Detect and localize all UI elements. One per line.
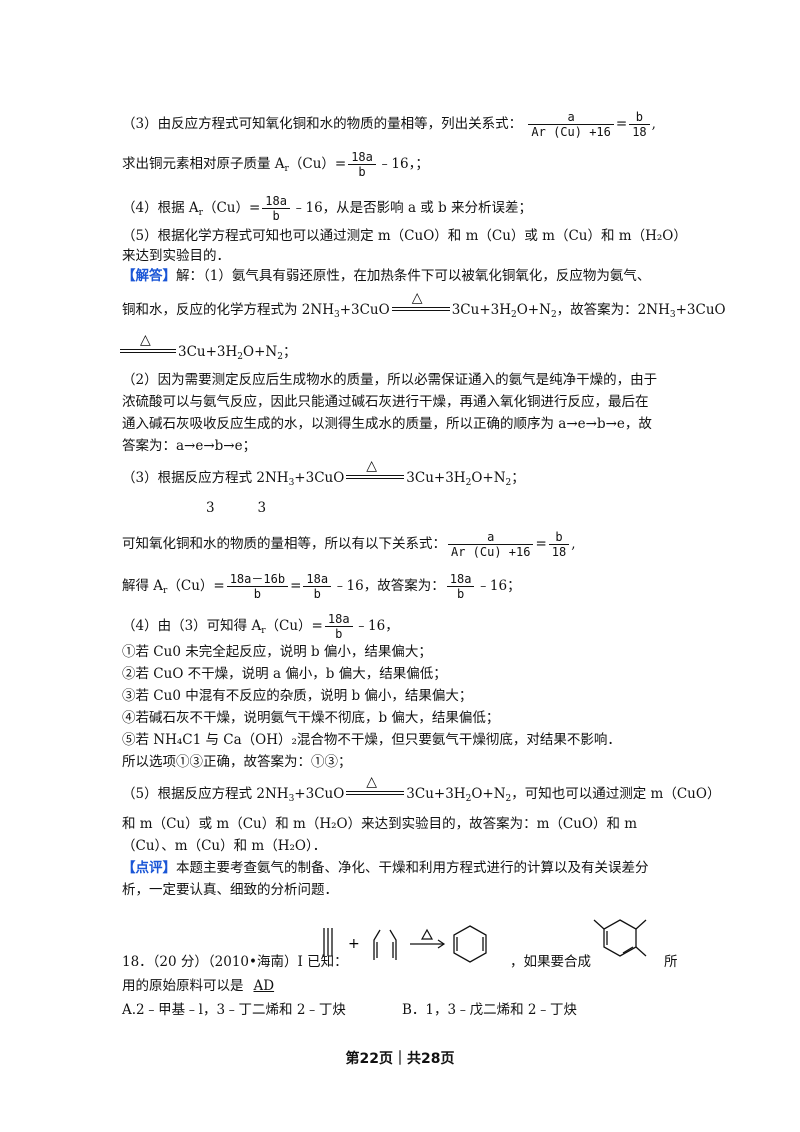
reaction-arrow-icon bbox=[410, 928, 446, 949]
page-footer: 第22页｜共28页 bbox=[345, 1051, 455, 1067]
coefficient-line: 3 3 bbox=[206, 500, 267, 516]
text-line: 所以选项①③正确，故答案为：①③； bbox=[122, 754, 352, 770]
heat-arrow-icon: △ bbox=[344, 458, 406, 484]
text-line: 浓硫酸可以与氨气反应，因此只能通过碱石灰进行干燥，再通入氧化铜进行反应，最后在 bbox=[122, 394, 649, 410]
svg-text:+: + bbox=[348, 936, 360, 952]
text-line: ③若 Cu0 中混有不反应的杂质，说明 b 偏小，结果偏大； bbox=[122, 688, 473, 704]
diene-icon bbox=[373, 929, 397, 960]
text-line: （2）因为需要测定反应后生成物水的质量，所以必需保证通入的氨气是纯净干燥的，由于 bbox=[122, 372, 658, 388]
line-text: （Cu）= bbox=[288, 156, 347, 172]
line-text: （3）由反应方程式可知氧化铜和水的物质的量相等，列出关系式： bbox=[122, 116, 523, 132]
answer-blank: AD bbox=[253, 978, 275, 994]
subscript: r bbox=[284, 164, 289, 174]
text-line: ⑤若 NH₄C1 与 Ca（OH）₂混合物不干燥，但只要氨气干燥彻底，对结果不影… bbox=[122, 732, 621, 748]
text-line: 析，一定要认真、细致的分析问题． bbox=[122, 882, 338, 898]
fraction-den: Ar (Cu) +16 bbox=[528, 124, 614, 139]
text-line: （Cu）、m（Cu）和 m（H₂O）． bbox=[122, 838, 327, 854]
text-line: 和 m（Cu）或 m（Cu）和 m（H₂O）来达到实验目的，故答案为：m（CuO… bbox=[122, 816, 638, 832]
text-line: 通入碱石灰吸收反应生成的水，以测得生成水的质量，所以正确的顺序为 a→e→b→e… bbox=[122, 416, 652, 432]
line-text: 求出铜元素相对原子质量 A bbox=[122, 156, 285, 172]
line-text: 解：（1）氨气具有弱还原性，在加热条件下可以被氧化铜氧化，反应物为氨气、 bbox=[176, 268, 651, 284]
heat-arrow-icon: △ bbox=[344, 774, 406, 800]
heat-arrow-icon: △ bbox=[390, 290, 452, 316]
fraction-num: a bbox=[567, 110, 575, 124]
text-line: （5）根据化学方程式可知也可以通过测定 m（CuO）和 m（Cu）或 m（Cu）… bbox=[122, 228, 687, 244]
text-line: ②若 CuO 不干燥，说明 a 偏小，b 偏大，结果偏低； bbox=[122, 666, 447, 682]
diels-alder-reaction-diagram: + bbox=[323, 925, 487, 963]
text-line: ④若碱石灰不干燥，说明氨气干燥不彻底，b 偏大，结果偏低； bbox=[122, 710, 500, 726]
equation-line: △3Cu+3H2O+N2； bbox=[120, 332, 682, 367]
fraction-den: 18 bbox=[629, 124, 650, 139]
fraction-num: b bbox=[635, 110, 644, 124]
option-b: B．1，3﹣戊二烯和 2﹣丁炔 bbox=[402, 1002, 577, 1018]
text-line: 【点评】本题主要考查氨气的制备、净化、干燥和利用方程式进行的计算以及有关误差分 bbox=[122, 860, 649, 876]
text-line: ①若 Cu0 未完全起反应，说明 b 偏小，结果偏大； bbox=[122, 644, 432, 660]
text-line: 答案为：a→e→b→e； bbox=[122, 438, 257, 454]
line-text: ﹣16，； bbox=[377, 156, 429, 172]
question-text: ，如果要合成 bbox=[510, 954, 591, 970]
equation-line: （3）根据反应方程式 2NH3+3CuO△3Cu+3H2O+N2； bbox=[122, 458, 525, 488]
option-a: A.2﹣甲基﹣l，3﹣丁二烯和 2﹣丁炔 bbox=[122, 1002, 346, 1018]
line-text: （4）根据 A bbox=[122, 200, 199, 216]
heat-arrow-icon: △ bbox=[118, 332, 178, 358]
answer-tag: 【解答】 bbox=[122, 268, 176, 284]
question-text: 所 bbox=[664, 954, 678, 970]
alkyne-icon bbox=[323, 928, 333, 956]
text-line: 来达到实验目的． bbox=[122, 248, 230, 264]
question-line: 18．（20 分）（2010•海南）I 已知： bbox=[122, 954, 348, 970]
target-molecule-icon bbox=[593, 919, 647, 957]
options-line: A.2﹣甲基﹣l，3﹣丁二烯和 2﹣丁炔 bbox=[122, 1000, 682, 1020]
equation-line: 铜和水，反应的化学方程式为 2NH3+3CuO△3Cu+3H2O+N2，故答案为… bbox=[122, 290, 726, 320]
text-line: 【解答】解：（1）氨气具有弱还原性，在加热条件下可以被氧化铜氧化，反应物为氨气、 bbox=[122, 266, 682, 286]
cyclohexadiene-icon bbox=[453, 925, 487, 963]
equation-line: （5）根据反应方程式 2NH3+3CuO△3Cu+3H2O+N2，可知也可以通过… bbox=[122, 774, 721, 804]
comment-tag: 【点评】 bbox=[122, 860, 176, 876]
